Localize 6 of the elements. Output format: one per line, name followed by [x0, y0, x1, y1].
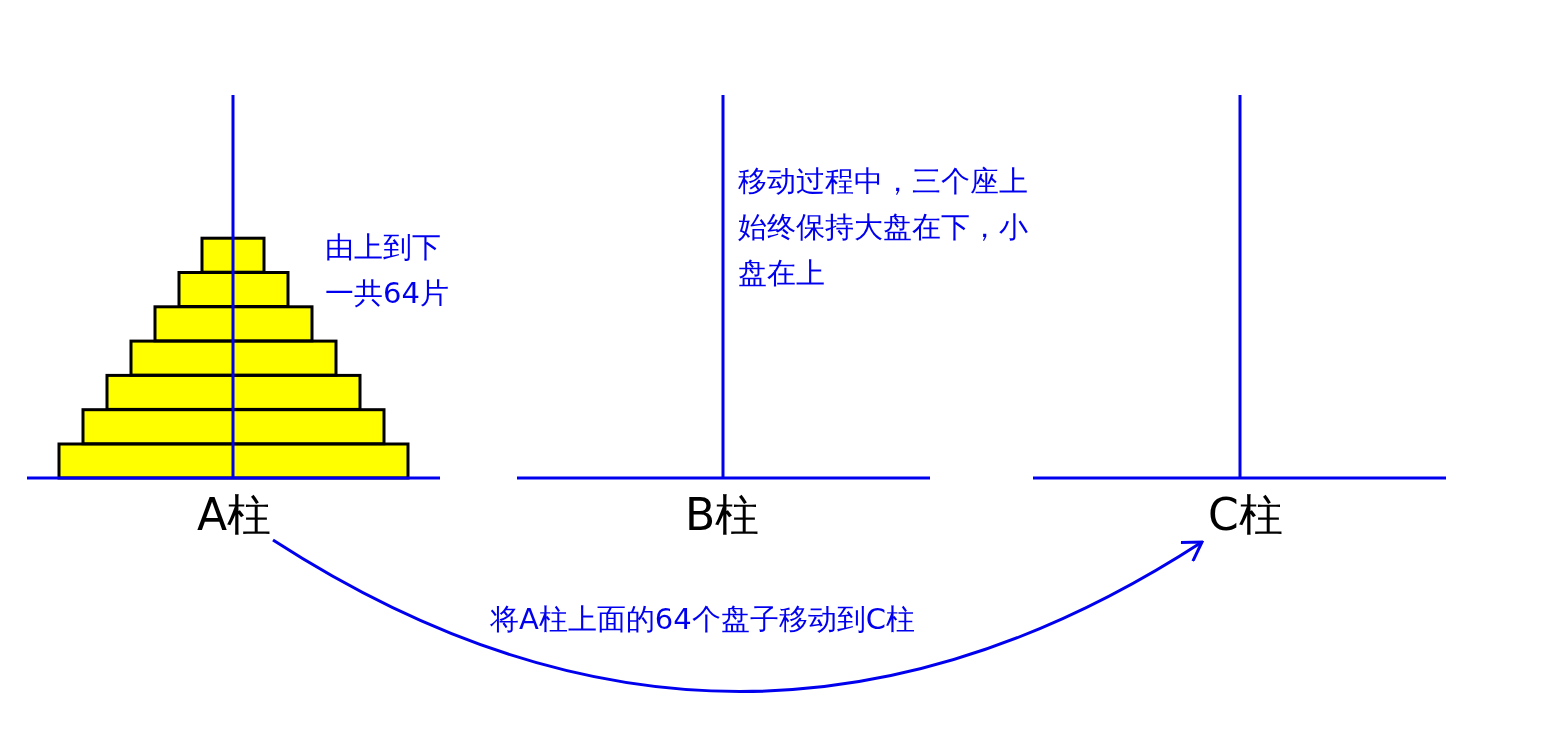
- note-text: 由上到下一共64片: [325, 229, 450, 312]
- post-label: A柱: [197, 490, 272, 540]
- curved-arrow: [272, 538, 1204, 693]
- post-label: B柱: [685, 490, 760, 540]
- post-label: C柱: [1208, 490, 1283, 540]
- note-text: 移动过程中，三个座上始终保持大盘在下，小盘在上: [738, 163, 1029, 292]
